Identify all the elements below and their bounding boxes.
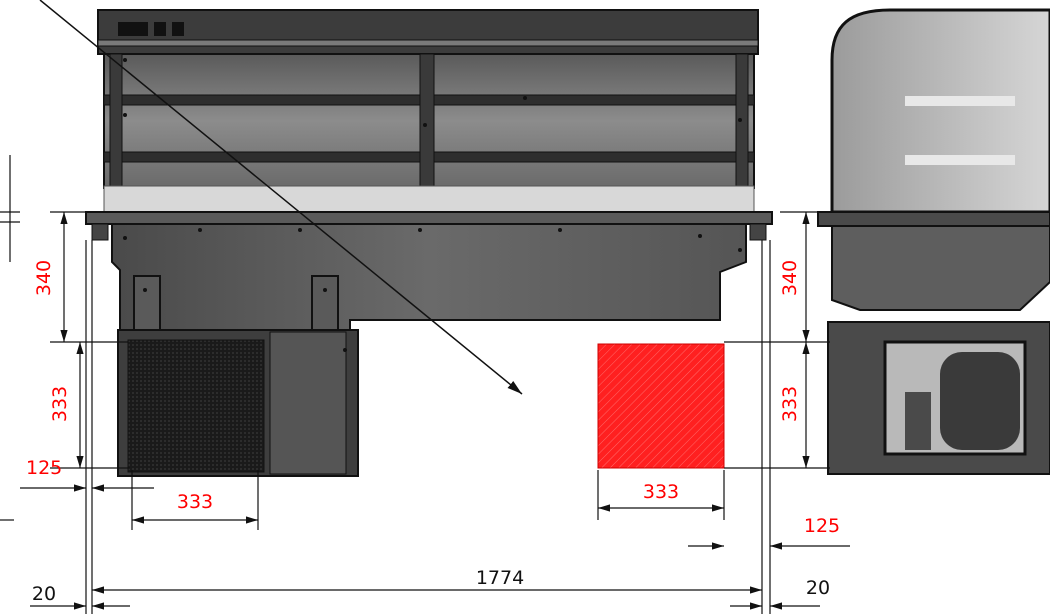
cabinet-body [111,223,747,331]
dim-front-height-unit: 333 [49,386,71,422]
post-center [419,53,435,189]
counter-top [85,211,773,225]
section-arrow [39,0,523,395]
canopy [97,9,759,55]
side-shelf-2 [905,155,1015,165]
dim-total-width: 1774 [476,567,524,589]
post-right [735,53,749,189]
dim-side-height-unit: 333 [779,386,801,422]
counter-foot-right [749,223,767,241]
control-button-1 [154,22,166,36]
dim-front-height-top: 340 [33,260,55,296]
unit-side-panel [269,331,347,475]
curved-glass [830,8,1050,214]
counter-foot-left [91,223,109,241]
side-body [831,225,1050,311]
post-left [109,53,123,189]
dimension-lines [0,155,850,614]
control-button-2 [172,22,184,36]
dim-offset-right: 125 [804,515,840,537]
rivets [123,58,742,352]
canopy-strip [97,39,759,47]
bracket-right [311,275,339,339]
compressor [940,352,1020,450]
dim-cutout-width: 333 [643,481,679,503]
dim-margin-left: 20 [32,583,56,605]
side-shelf-1 [905,96,1015,106]
side-counter-top [817,211,1050,227]
dim-front-unit-width: 333 [177,491,213,513]
front-view [85,9,773,477]
condenser-grille [127,339,265,473]
dim-side-height-top: 340 [779,260,801,296]
control-panel [118,22,148,36]
cutout-area [597,343,725,469]
bracket-left [133,275,161,339]
side-view [817,8,1050,475]
dim-margin-right: 20 [806,577,830,599]
compressor-pipe [905,392,931,450]
display-tray [103,185,755,213]
